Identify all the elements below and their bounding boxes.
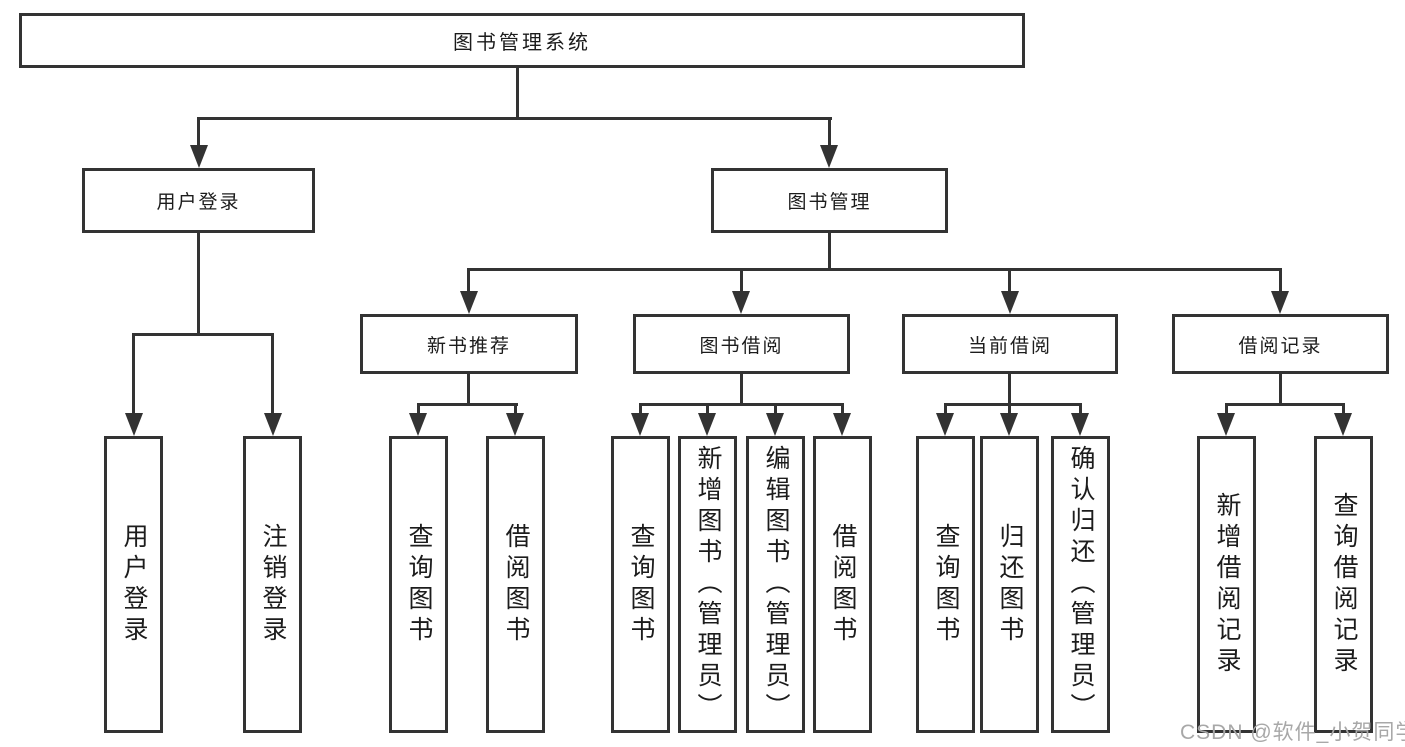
arrowhead-leaf	[936, 413, 954, 436]
arrowhead-borrow-records	[1271, 291, 1289, 314]
arrowhead-new-recommend	[460, 291, 478, 314]
connector-drop-leaf	[1079, 403, 1082, 415]
connector-drop-new-recommend	[467, 268, 470, 293]
arrowhead-book-borrow	[732, 291, 750, 314]
arrowhead-leaf	[409, 413, 427, 436]
connector-drop-leaf	[774, 403, 777, 415]
leaf-label: 借阅图书	[829, 522, 857, 647]
arrowhead-leaf	[631, 413, 649, 436]
arrowhead-leaf	[506, 413, 524, 436]
leaf-label: 查询借阅记录	[1330, 491, 1358, 678]
leaf-label: 归还图书	[996, 522, 1024, 647]
connector-drop-leaf	[1342, 403, 1345, 415]
node-borrow-records: 借阅记录	[1172, 314, 1389, 374]
connector-drop-borrow-records	[1279, 268, 1282, 293]
connector-drop-book-borrow	[740, 268, 743, 293]
leaf-label: 查询图书	[932, 522, 960, 647]
connector-current-borrow-bar	[944, 403, 1082, 406]
arrowhead-book-management	[820, 145, 838, 168]
leaf-user-login: 用户登录	[104, 436, 163, 733]
leaf-query-books-recommend: 查询图书	[389, 436, 448, 733]
leaf-borrow-books: 借阅图书	[813, 436, 872, 733]
connector-borrow-records-stem	[1279, 374, 1282, 406]
leaf-query-books-borrow: 查询图书	[611, 436, 670, 733]
arrowhead-login-leaf	[125, 413, 143, 436]
csdn-watermark: CSDN @软件_小贺同学	[1180, 721, 1405, 744]
arrowhead-leaf	[1334, 413, 1352, 436]
connector-user-login-bar	[132, 333, 274, 336]
leaf-label: 编辑图书（管理员）	[762, 445, 790, 724]
leaf-label: 确认归还（管理员）	[1067, 445, 1095, 724]
leaf-label: 新增借阅记录	[1213, 491, 1241, 678]
connector-user-login-stem	[197, 233, 200, 335]
node-label: 图书管理系统	[453, 32, 591, 54]
leaf-label: 新增图书（管理员）	[694, 445, 722, 724]
leaf-label: 查询图书	[627, 522, 655, 647]
node-label: 用户登录	[156, 192, 241, 213]
node-label: 借阅记录	[1238, 335, 1323, 357]
connector-drop-book-management	[828, 117, 831, 147]
arrowhead-current-borrow	[1001, 291, 1019, 314]
leaf-confirm-return-admin: 确认归还（管理员）	[1051, 436, 1110, 733]
node-label: 当前借阅	[967, 335, 1052, 357]
connector-drop-leaf	[1225, 403, 1228, 415]
leaf-label: 用户登录	[120, 522, 148, 647]
leaf-edit-books-admin: 编辑图书（管理员）	[746, 436, 805, 733]
connector-drop-leaf	[944, 403, 947, 415]
connector-drop-login-leaf	[132, 333, 135, 415]
connector-new-recommend-stem	[467, 374, 470, 406]
node-current-borrow: 当前借阅	[902, 314, 1118, 374]
node-new-book-recommend: 新书推荐	[360, 314, 578, 374]
connector-drop-current-borrow	[1008, 268, 1011, 293]
connector-drop-leaf	[417, 403, 420, 415]
connector-drop-logout-leaf	[271, 333, 274, 415]
arrowhead-leaf	[766, 413, 784, 436]
node-label: 新书推荐	[426, 335, 511, 357]
leaf-query-books-current: 查询图书	[916, 436, 975, 733]
connector-borrow-records-bar	[1225, 403, 1345, 406]
node-book-management: 图书管理	[711, 168, 948, 233]
leaf-query-borrow-record: 查询借阅记录	[1314, 436, 1373, 733]
connector-current-borrow-stem	[1008, 374, 1011, 406]
leaf-label: 借阅图书	[502, 522, 530, 647]
connector-root-bar	[197, 117, 832, 120]
connector-new-recommend-bar	[417, 403, 518, 406]
leaf-add-borrow-record: 新增借阅记录	[1197, 436, 1256, 733]
connector-book-management-stem	[828, 233, 831, 271]
connector-book-borrow-bar	[639, 403, 844, 406]
leaf-label: 查询图书	[405, 522, 433, 647]
node-label: 图书管理	[787, 192, 872, 213]
connector-root-stem	[516, 68, 519, 118]
arrowhead-leaf	[1217, 413, 1235, 436]
arrowhead-logout-leaf	[264, 413, 282, 436]
leaf-return-books: 归还图书	[980, 436, 1039, 733]
node-label: 图书借阅	[699, 335, 784, 357]
leaf-borrow-books-recommend: 借阅图书	[486, 436, 545, 733]
connector-drop-leaf	[841, 403, 844, 415]
arrowhead-leaf	[833, 413, 851, 436]
node-book-management-system: 图书管理系统	[19, 13, 1025, 68]
leaf-logout: 注销登录	[243, 436, 302, 733]
connector-drop-leaf	[706, 403, 709, 415]
arrowhead-leaf	[1071, 413, 1089, 436]
connector-drop-leaf	[1008, 403, 1011, 415]
arrowhead-leaf	[698, 413, 716, 436]
node-user-login: 用户登录	[82, 168, 315, 233]
leaf-add-books-admin: 新增图书（管理员）	[678, 436, 737, 733]
node-book-borrow: 图书借阅	[633, 314, 850, 374]
leaf-label: 注销登录	[259, 522, 287, 647]
connector-book-borrow-stem	[740, 374, 743, 406]
connector-drop-leaf	[514, 403, 517, 415]
connector-drop-leaf	[639, 403, 642, 415]
arrowhead-leaf	[1000, 413, 1018, 436]
connector-drop-user-login	[197, 117, 200, 147]
connector-book-management-bar	[467, 268, 1282, 271]
arrowhead-user-login	[190, 145, 208, 168]
